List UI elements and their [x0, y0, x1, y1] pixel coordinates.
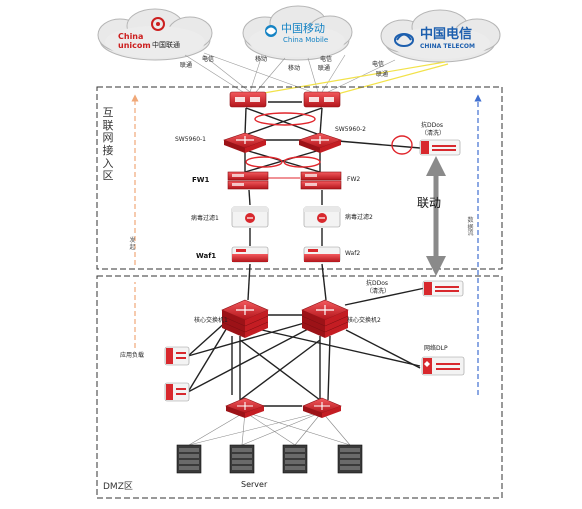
- switch-sw5960-2: [298, 132, 342, 153]
- unicom-logo-icon: [151, 17, 165, 31]
- dmz-zone-border: [96, 275, 503, 499]
- telecom-logo-icon: [394, 33, 414, 47]
- load-balancer-1: [164, 346, 190, 366]
- telecom-yellow-links: [257, 61, 449, 97]
- unicom-name-cn: 中国联通: [152, 41, 180, 49]
- anti-ddos-mid-device: [422, 280, 464, 297]
- lb-label: 应用负载: [120, 352, 145, 359]
- waf-2: [303, 246, 341, 263]
- dmz-zone-links: [187, 287, 426, 407]
- anti-ddos-top-sublabel: （清洗）: [421, 130, 446, 137]
- anti-ddos-mid-label: 抗DDos: [366, 280, 389, 287]
- internet-zone-title: 互联网接入区: [102, 106, 114, 183]
- virus-filter-2: [303, 206, 341, 228]
- mobile-name-cn: 中国移动: [281, 22, 325, 35]
- link-label: 联通: [180, 62, 193, 69]
- server-2: [229, 444, 255, 474]
- link-label: 移动: [288, 65, 301, 72]
- core-switch-1: [221, 299, 269, 338]
- dmz-zone-title: DMZ区: [103, 482, 133, 492]
- link-label: 电信: [372, 61, 385, 68]
- server-label: Server: [241, 480, 268, 489]
- server-4: [337, 444, 363, 474]
- sw-right-label: SW5960-2: [335, 126, 366, 133]
- link-label: 联通: [376, 71, 389, 78]
- dlp-label: 网络DLP: [424, 345, 448, 352]
- switch-sw5960-1: [223, 132, 267, 153]
- unicom-cloud: [97, 8, 213, 61]
- virus-filter-1: [231, 206, 269, 228]
- access-switch-2: [302, 397, 342, 418]
- access-switch-1: [225, 397, 265, 418]
- server-3: [282, 444, 308, 474]
- virus-left-label: 病毒过滤1: [191, 215, 219, 222]
- router-left: [229, 91, 267, 108]
- core-right-label: 核心交换机2: [347, 317, 381, 324]
- mobile-logo-icon: [265, 25, 277, 37]
- telecom-name-cn: 中国电信: [420, 27, 473, 42]
- internet-zone-links: [244, 101, 421, 301]
- link-label: 电信: [320, 56, 333, 63]
- router-right: [303, 91, 341, 108]
- flow-label-right: 数据流: [467, 217, 474, 238]
- server-links: [188, 411, 351, 446]
- server-1: [176, 444, 202, 474]
- dlp-device: [421, 356, 465, 376]
- load-balancer-2: [164, 382, 190, 402]
- redundancy-rings: [245, 112, 413, 168]
- anti-ddos-top-device: [419, 139, 461, 156]
- firewall-fw1: [227, 171, 269, 190]
- link-label: 移动: [255, 56, 268, 63]
- core-switch-2: [301, 299, 349, 338]
- firewall-fw2: [300, 171, 342, 190]
- waf-1: [231, 246, 269, 263]
- core-left-label: 核心交换机1: [194, 317, 228, 324]
- mobile-name-en: China Mobile: [283, 36, 329, 44]
- internet-zone-border: [96, 86, 503, 270]
- waf-left-label: Waf1: [196, 252, 217, 260]
- linkage-label: 联动: [417, 196, 442, 210]
- sw-left-label: SW5960-1: [175, 136, 206, 143]
- anti-ddos-mid-sublabel: （清洗）: [366, 288, 391, 295]
- virus-right-label: 病毒过滤2: [345, 214, 373, 221]
- link-label: 电信: [202, 56, 215, 63]
- fw-right-label: FW2: [347, 176, 361, 183]
- flow-label-left: 发起: [129, 237, 136, 251]
- unicom-name-en-top: China: [118, 32, 144, 41]
- unicom-name-en-bottom: unicom: [118, 41, 151, 50]
- anti-ddos-top-label: 抗DDos: [421, 122, 444, 129]
- fw-left-label: FW1: [192, 176, 210, 184]
- link-label: 联通: [318, 65, 331, 72]
- waf-right-label: Waf2: [345, 250, 361, 257]
- telecom-name-en: CHINA TELECOM: [420, 43, 475, 50]
- telecom-cloud: [380, 9, 501, 63]
